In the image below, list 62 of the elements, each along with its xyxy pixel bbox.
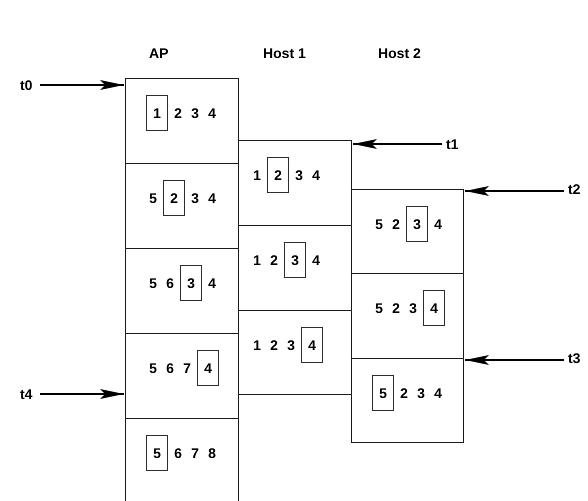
sequence-number: 8 [207,445,217,461]
sequence-number: 4 [311,167,321,183]
highlight-frame: 2 [163,180,185,216]
sequence-number: 5 [148,275,158,291]
highlight-frame: 5 [146,435,168,471]
sequence-number: 4 [207,275,217,291]
sequence-number: 1 [252,337,262,353]
column-heading: Host 1 [263,45,306,61]
column-heading: AP [149,45,168,61]
buffer-cell [351,189,464,274]
sequence-number: 4 [207,190,217,206]
highlight-frame: 3 [284,242,306,278]
time-label: t0 [20,77,32,93]
sequence-number: 2 [399,385,409,401]
sequence-number: 6 [165,275,175,291]
sequence-number: 5 [374,216,384,232]
arrow [40,389,124,399]
sequence-number: 3 [190,190,200,206]
time-label: t3 [568,350,580,366]
sequence-number: 6 [165,360,175,376]
sequence-number: 2 [391,216,401,232]
sequence-number: 3 [286,337,296,353]
sequence-number: 1 [252,167,262,183]
sequence-number: 7 [182,360,192,376]
sequence-number: 4 [207,105,217,121]
sequence-number: 3 [294,167,304,183]
highlight-frame: 4 [197,350,219,386]
arrow [353,139,442,149]
highlight-frame: 1 [146,95,168,131]
highlight-frame: 4 [423,290,445,326]
sequence-number: 2 [173,105,183,121]
highlight-frame: 3 [406,206,428,242]
sequence-number: 2 [391,300,401,316]
sequence-number: 4 [433,385,443,401]
arrow [465,355,564,365]
highlight-frame: 2 [267,157,289,193]
sequence-number: 1 [252,252,262,268]
column-heading: Host 2 [378,45,421,61]
highlight-frame: 3 [180,265,202,301]
sequence-number: 4 [433,216,443,232]
time-label: t4 [20,386,32,402]
sequence-number: 2 [269,252,279,268]
time-label: t2 [568,181,580,197]
buffer-cell [125,418,239,501]
sequence-number: 2 [269,337,279,353]
buffer-cell [125,333,239,419]
sequence-number: 5 [148,360,158,376]
buffer-cell [351,358,464,443]
sequence-number: 6 [173,445,183,461]
highlight-frame: 4 [301,327,323,363]
sequence-number: 7 [190,445,200,461]
arrow [40,80,124,90]
time-label: t1 [446,136,458,152]
arrow [465,186,564,196]
highlight-frame: 5 [372,375,394,411]
buffer-cell [125,78,239,164]
sequence-number: 5 [374,300,384,316]
sequence-number: 3 [416,385,426,401]
sequence-number: 3 [408,300,418,316]
sequence-number: 5 [148,190,158,206]
sequence-number: 4 [311,252,321,268]
sequence-number: 3 [190,105,200,121]
